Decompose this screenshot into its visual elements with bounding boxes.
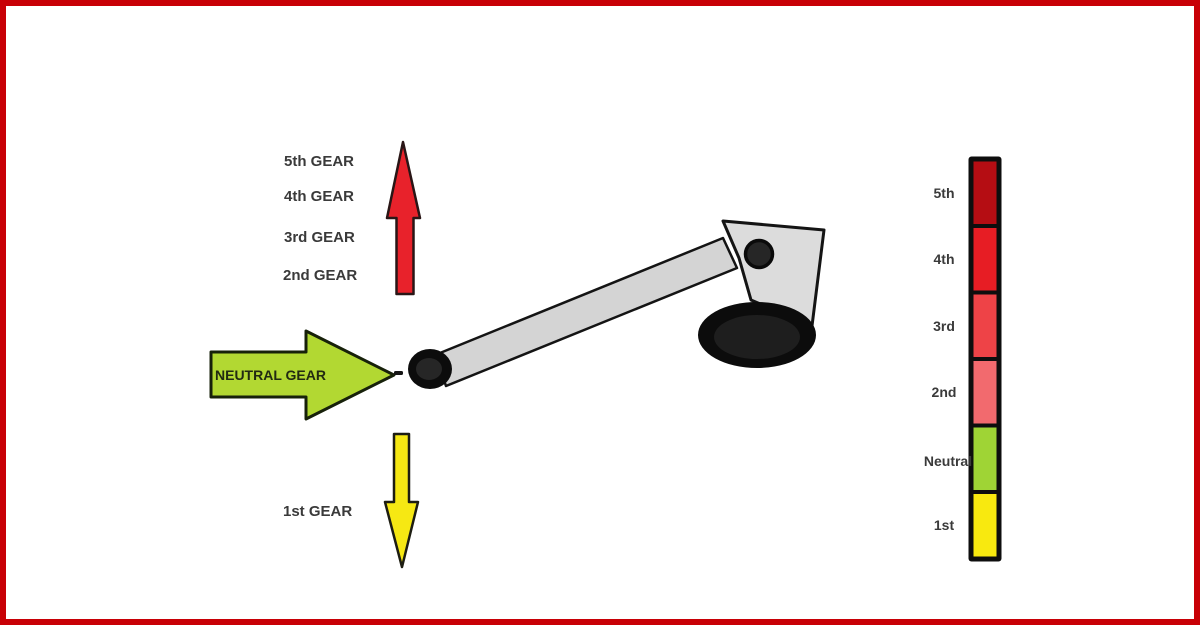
lever-pivot-cover-inner: [714, 315, 800, 359]
scale-label-4th: 4th: [933, 251, 955, 267]
lever-toe-peg-inner: [416, 358, 442, 380]
gear-shift-diagram: [209, 140, 1002, 569]
gear-scale: [968, 156, 1002, 562]
scale-label-5th: 5th: [933, 185, 955, 201]
lever-tick-mark: [394, 371, 403, 375]
label-2nd-gear: 2nd GEAR: [283, 267, 358, 284]
gear-scale-segment-5th: [973, 161, 997, 224]
lever-pivot-bolt: [743, 238, 775, 270]
lever-shaft: [433, 236, 739, 388]
label-neutral-gear: NEUTRAL GEAR: [215, 367, 326, 383]
gear-scale-segment-3rd: [973, 294, 997, 357]
gear-scale-segment-1st: [973, 494, 997, 557]
scale-label-3rd: 3rd: [933, 318, 955, 334]
label-5th-gear: 5th GEAR: [284, 153, 355, 170]
neutral-arrow-icon: [209, 329, 396, 421]
label-3rd-gear: 3rd GEAR: [284, 229, 355, 246]
up-arrow-icon: [385, 140, 422, 296]
gear-scale-segment-4th: [973, 228, 997, 291]
scale-label-neutral: Neutral: [923, 453, 973, 469]
label-4th-gear: 4th GEAR: [284, 188, 355, 205]
gear-scale-segment-neutral: [973, 427, 997, 490]
gear-lever: [394, 219, 826, 389]
label-1st-gear: 1st GEAR: [283, 503, 353, 520]
scale-label-2nd: 2nd: [931, 384, 957, 400]
scale-label-1st: 1st: [933, 517, 955, 533]
gear-scale-segment-2nd: [973, 361, 997, 424]
down-arrow-icon: [383, 432, 420, 569]
